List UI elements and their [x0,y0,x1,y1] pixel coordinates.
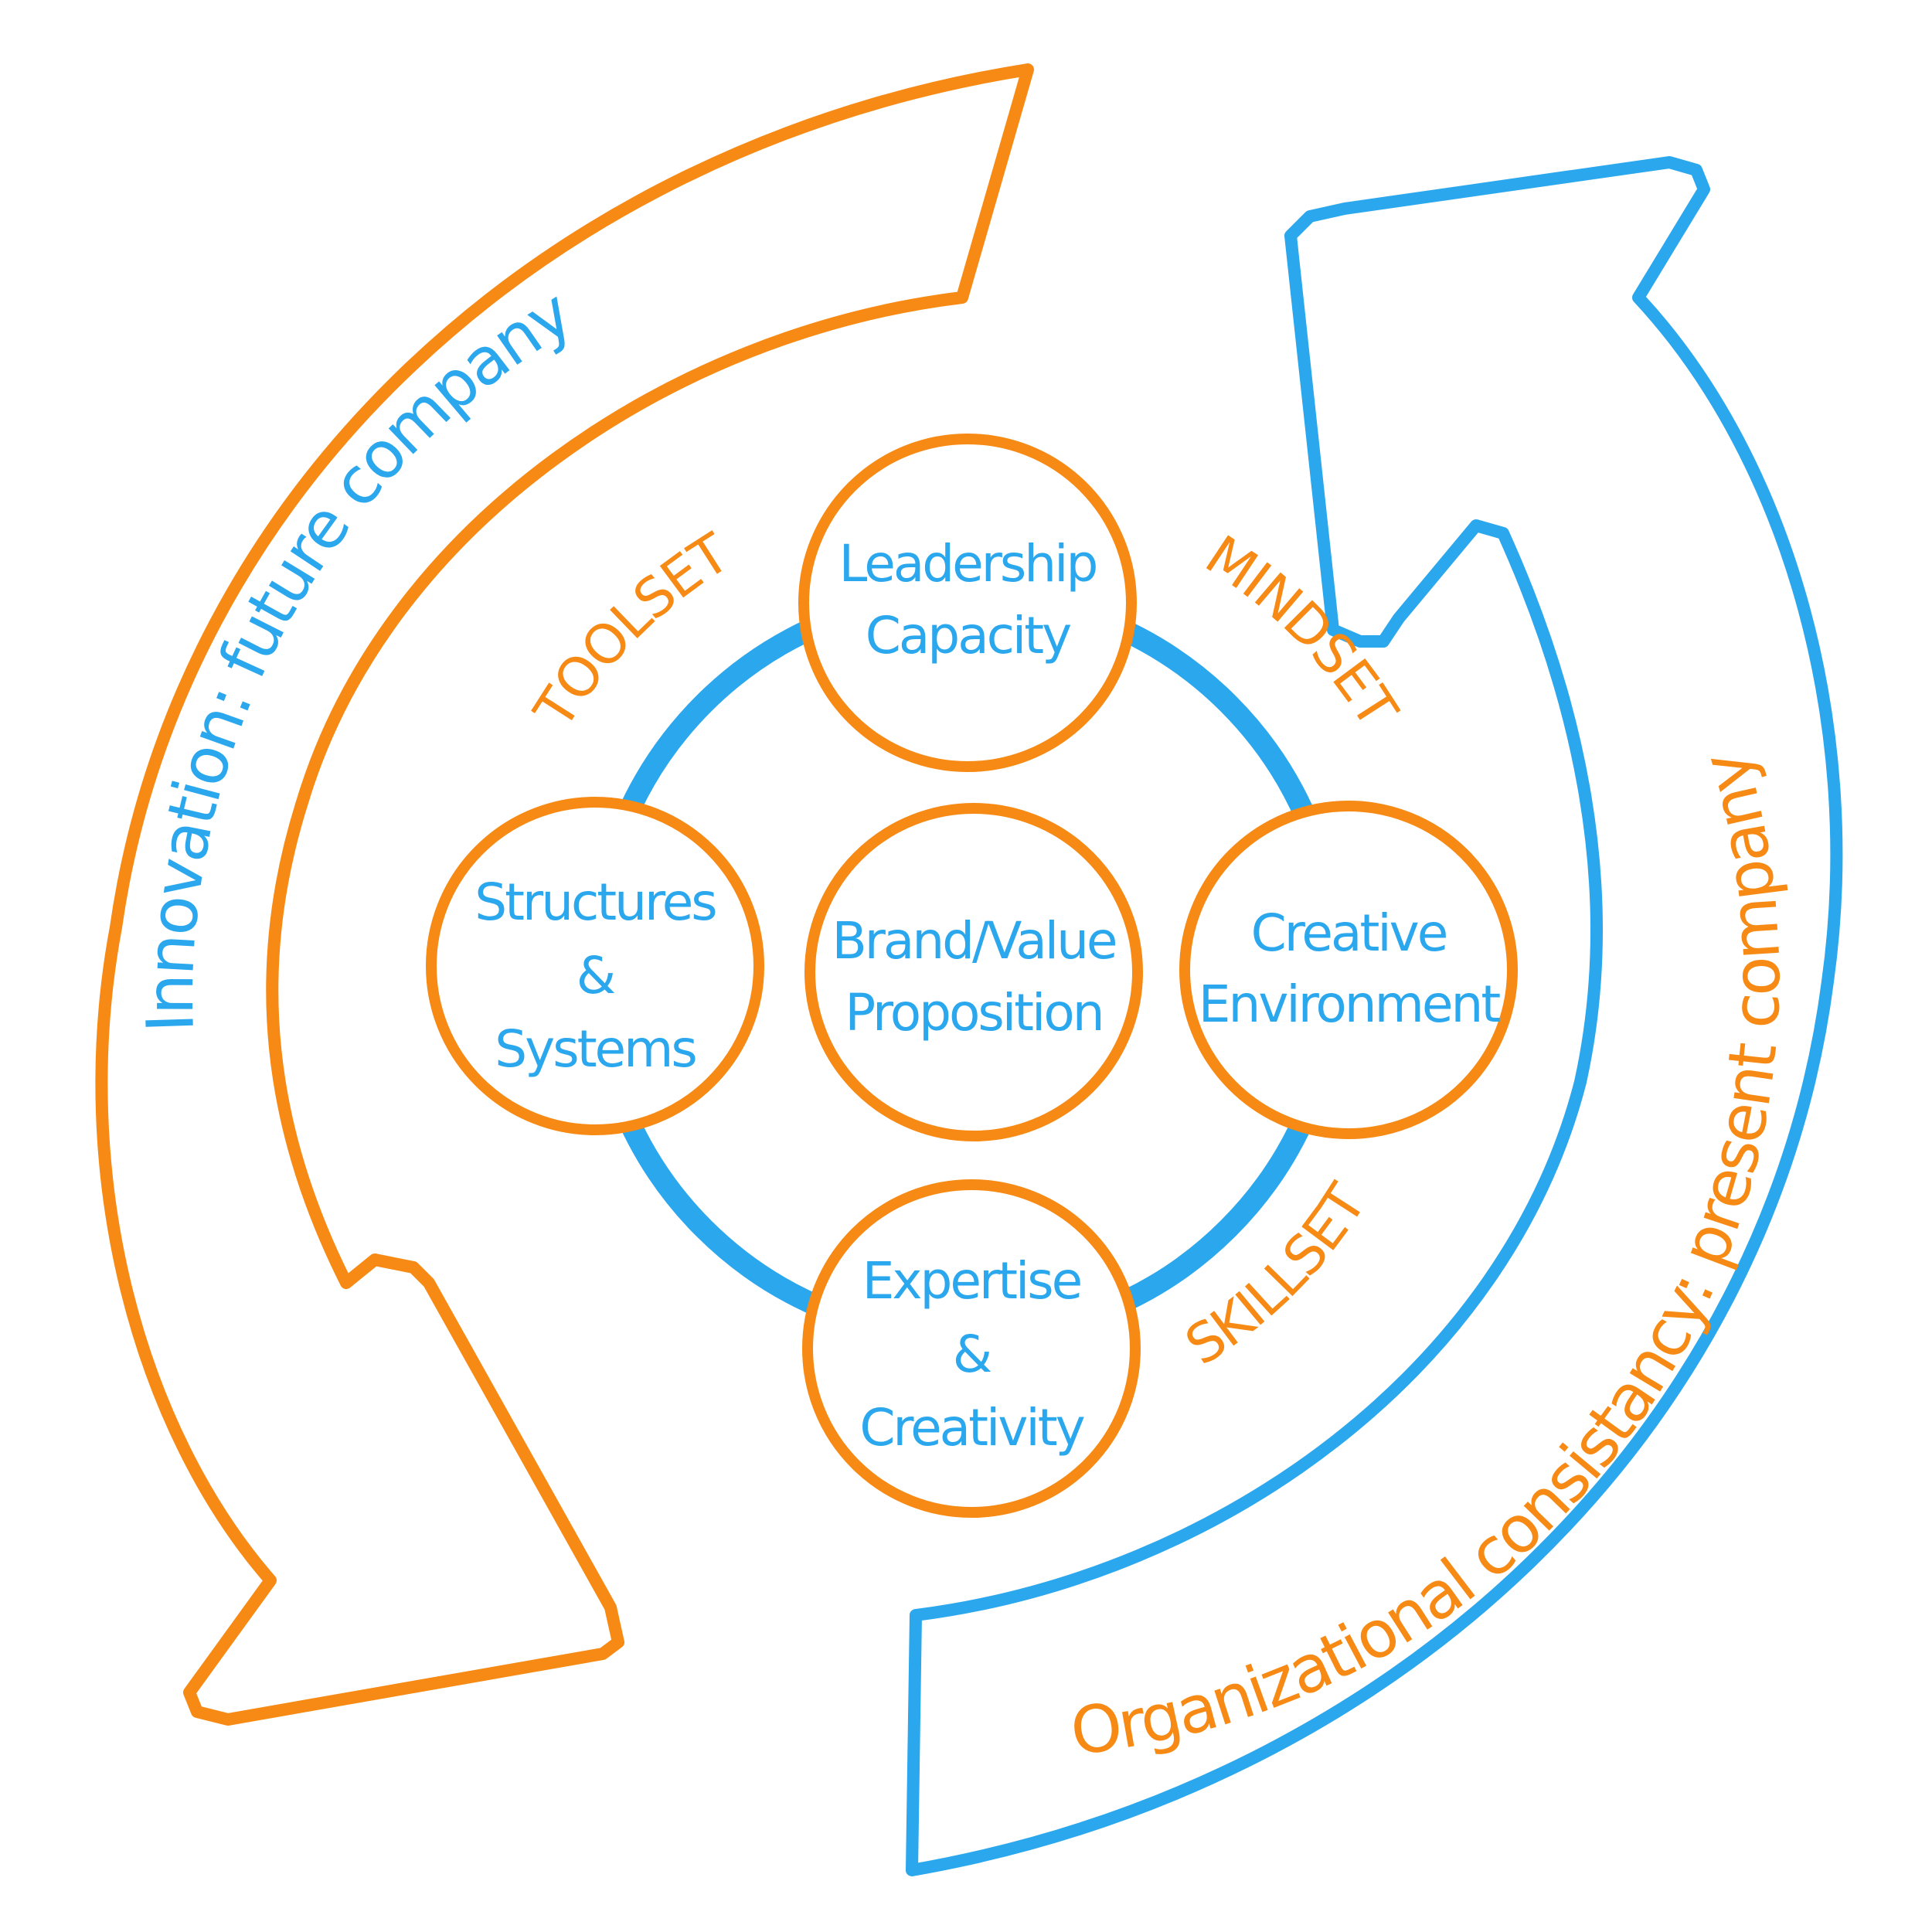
creative-line-1: Creative [1251,903,1447,963]
creative-environment-node: Creative Environment [1179,801,1518,1139]
brand-line-2: Proposition [845,983,1102,1043]
leadership-line-2: Capacity [866,606,1071,665]
expertise-line-2: & [953,1325,992,1384]
structures-line-3: Systems [495,1019,696,1079]
innovation-cycle-arrow [95,63,1034,1726]
brand-line-1: Brand/Value [832,911,1115,971]
creative-line-2: Environment [1199,975,1501,1034]
expertise-line-1: Expertise [862,1251,1081,1311]
structures-line-1: Structures [474,872,716,932]
structures-line-2: & [577,946,615,1005]
skillset-label: SKILLSET [1175,1173,1379,1378]
expertise-line-3: Creativity [859,1398,1084,1458]
leadership-line-1: Leadership [839,534,1097,594]
organizational-cycle-arrow [906,156,1843,1876]
structures-systems-node: Structures & Systems [426,797,764,1135]
expertise-creativity-node: Expertise & Creativity [802,1179,1141,1518]
brand-value-node: Brand/Value Proposition [804,803,1143,1141]
leadership-capacity-node: Leadership Capacity [798,434,1137,772]
